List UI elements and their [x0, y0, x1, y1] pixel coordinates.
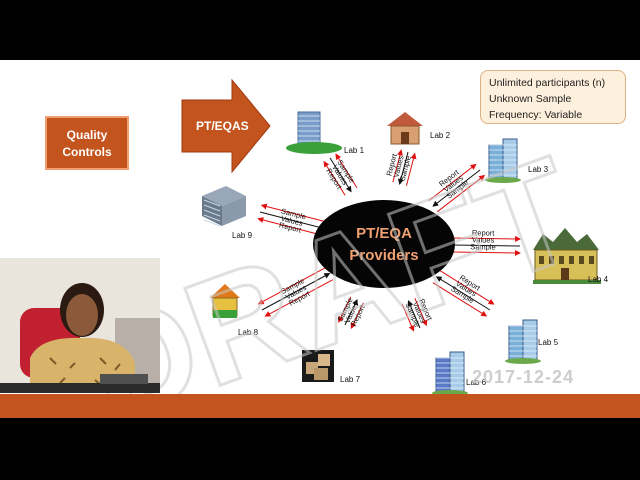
flow-arrow — [440, 270, 495, 305]
lab-label-1: Lab 1 — [344, 146, 365, 155]
flow-arrow — [444, 241, 521, 248]
lab-label-6: Lab 6 — [466, 378, 487, 387]
quality-controls-box: Quality Controls — [45, 116, 129, 170]
flow-arrow — [323, 160, 346, 196]
flow-arrow — [432, 169, 481, 207]
flow-arrow — [407, 300, 421, 329]
note-box: Unlimited participants (n) Unknown Sampl… — [480, 70, 626, 124]
flow-arrow — [261, 273, 331, 311]
lab-label-5: Lab 5 — [538, 338, 559, 347]
building-icon — [210, 284, 240, 318]
pt-eqas-arrow — [181, 78, 271, 174]
flow-arrow — [428, 163, 477, 202]
flow-arrow — [446, 235, 522, 242]
flow-arrow — [335, 153, 358, 189]
flow-arrow — [405, 152, 417, 186]
flow-arrow — [401, 303, 415, 332]
flow-arrow — [260, 203, 326, 223]
flow-arrow — [338, 296, 352, 323]
flow-arrow — [350, 302, 364, 329]
note-line-1: Unlimited participants (n) — [489, 77, 606, 89]
flow-label-sample: Sample — [470, 242, 496, 251]
presenter-video-inset — [0, 258, 160, 393]
date-stamp: 2017-12-24 — [472, 367, 575, 387]
building-icon — [302, 350, 334, 382]
building-icon — [533, 228, 601, 284]
flow-label-values: Values — [472, 235, 495, 244]
flow-arrow — [264, 279, 334, 317]
building-icon — [202, 186, 246, 227]
flow-arrow — [414, 298, 428, 327]
flow-label-report: Report — [472, 228, 496, 237]
lab-label-4: Lab 4 — [588, 275, 609, 284]
flow-arrow — [398, 151, 409, 185]
lab-label-2: Lab 2 — [430, 131, 451, 140]
building-icon — [432, 351, 468, 396]
building-icon — [286, 111, 342, 154]
hub-line1: PT/EQA — [356, 225, 412, 242]
building-icon — [387, 112, 423, 145]
lab-label-8: Lab 8 — [238, 328, 259, 337]
pt-eqa-providers-hub — [313, 200, 455, 288]
lab-label-3: Lab 3 — [528, 165, 549, 174]
flow-arrow — [329, 157, 352, 193]
flow-arrow — [344, 298, 358, 326]
note-line-2: Unknown Sample — [489, 93, 572, 105]
building-icon — [505, 319, 541, 364]
lab-label-9: Lab 9 — [232, 231, 253, 240]
flow-arrow — [259, 211, 325, 231]
building-icon — [485, 138, 521, 183]
note-line-3: Frequency: Variable — [489, 109, 583, 121]
flow-arrow — [257, 266, 327, 305]
lab-label-7: Lab 7 — [340, 375, 361, 384]
hub-line2: Providers — [349, 247, 418, 264]
flow-arrow — [435, 276, 491, 311]
footer-bar — [0, 394, 640, 418]
flow-arrow — [437, 174, 486, 213]
flow-arrow — [257, 217, 323, 236]
flow-arrow — [445, 249, 521, 256]
flow-arrow — [392, 149, 403, 183]
flow-arrow — [432, 282, 488, 317]
pt-eqas-label: PT/EQAS — [196, 119, 249, 133]
